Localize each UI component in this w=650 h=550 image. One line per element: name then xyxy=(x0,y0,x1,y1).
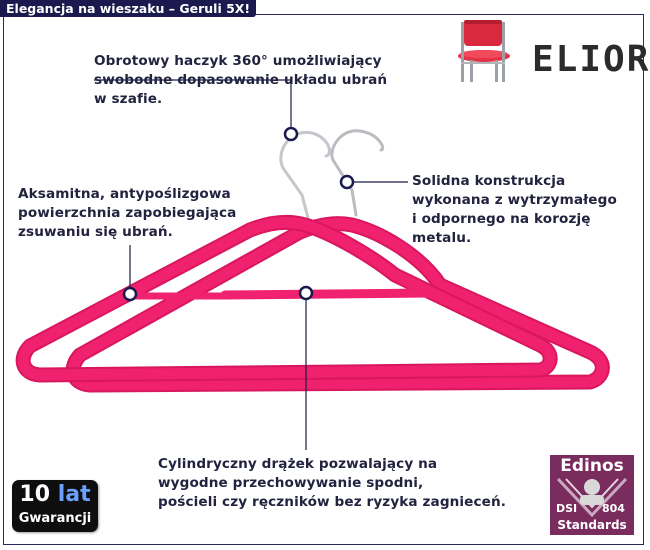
leader-hook xyxy=(94,79,292,133)
callout-hook: Obrotowy haczyk 360° umożliwiający swobo… xyxy=(94,53,388,107)
certificate-brand: Edinos xyxy=(560,456,624,476)
callout-markers xyxy=(122,126,355,302)
page-frame xyxy=(3,14,644,545)
chair-icon xyxy=(458,20,510,82)
warranty-number: 10 xyxy=(19,482,51,507)
brand-name: ELIOR xyxy=(532,39,650,80)
hanger-bar xyxy=(220,288,435,300)
certificate-badge: Edinos DSI 804 Standards xyxy=(550,455,634,535)
warranty-label: Gwarancji xyxy=(18,511,92,526)
warranty-years: 10 lat xyxy=(12,482,98,508)
certificate-label: Standards xyxy=(557,518,627,532)
certificate-code-left: DSI xyxy=(556,502,578,515)
hanger-hook-front xyxy=(279,130,331,220)
warranty-badge: 10 lat Gwarancji xyxy=(12,480,98,532)
elior-logo: ELIOR xyxy=(450,18,648,88)
hanger-hook-back xyxy=(330,129,385,217)
certificate-icon xyxy=(556,477,628,517)
certificate-code-right: 804 xyxy=(602,502,625,515)
warranty-unit: lat xyxy=(57,482,91,507)
page-title: Elegancja na wieszaku – Geruli 5X! xyxy=(0,0,257,17)
callout-construction: Solidna konstrukcja wykonana z wytrzymał… xyxy=(412,173,617,246)
callout-bar: Cylindryczny drążek pozwalający na wygod… xyxy=(158,456,507,510)
callout-velvet: Aksamitna, antypoślizgowa powierzchnia z… xyxy=(18,186,237,240)
